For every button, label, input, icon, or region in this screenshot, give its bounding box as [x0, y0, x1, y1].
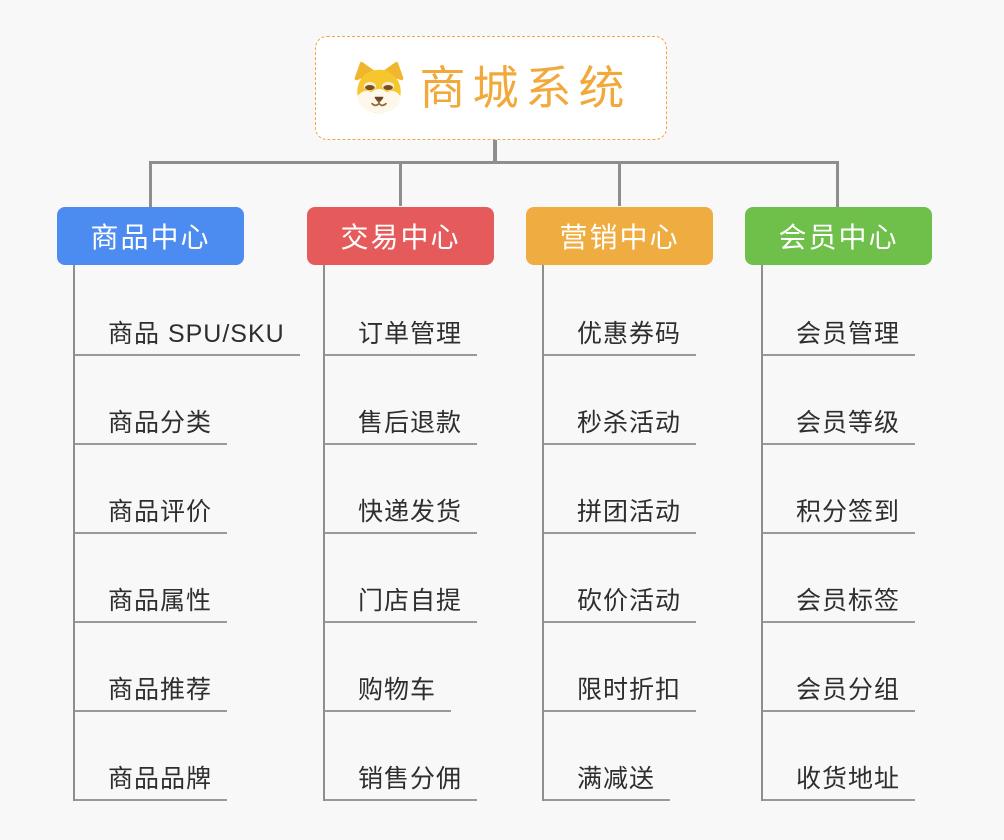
branch-item-label: 积分签到	[796, 498, 901, 526]
branch-item-label: 购物车	[358, 676, 437, 704]
branch-item[interactable]: 满减送	[544, 712, 671, 801]
branch-item-label: 拼团活动	[577, 498, 682, 526]
branch-item-label: 会员分组	[796, 676, 901, 704]
connector-drop	[399, 164, 402, 206]
branch-item-label: 商品分类	[108, 409, 213, 437]
branch-item-label: 限时折扣	[577, 676, 682, 704]
branch-member: 会员中心 会员管理 会员等级 积分签到 会员标签 会员分组 收货地址	[745, 207, 932, 801]
branch-item-label: 秒杀活动	[577, 409, 682, 437]
branch-items-trade: 订单管理 售后退款 快递发货 门店自提 购物车 销售分佣	[323, 265, 478, 801]
branch-item-label: 订单管理	[358, 320, 463, 348]
root-node-label: 商城系统	[419, 62, 632, 114]
branch-item-label: 收货地址	[796, 765, 901, 793]
branch-item[interactable]: 拼团活动	[544, 445, 697, 534]
branch-item[interactable]: 收货地址	[763, 712, 916, 801]
branch-item-label: 快递发货	[358, 498, 463, 526]
branch-item[interactable]: 会员分组	[763, 623, 916, 712]
branch-item[interactable]: 优惠券码	[544, 265, 697, 356]
branch-item[interactable]: 商品属性	[75, 534, 228, 623]
branch-item-label: 会员标签	[796, 587, 901, 615]
branch-item-label: 满减送	[577, 765, 656, 793]
branch-items-marketing: 优惠券码 秒杀活动 拼团活动 砍价活动 限时折扣 满减送	[542, 265, 697, 801]
branch-marketing: 营销中心 优惠券码 秒杀活动 拼团活动 砍价活动 限时折扣 满减送	[526, 207, 713, 801]
branch-item-label: 商品评价	[108, 498, 213, 526]
branch-item[interactable]: 售后退款	[325, 356, 478, 445]
connector-bus	[149, 161, 839, 209]
branch-item-label: 会员管理	[796, 320, 901, 348]
branch-item-label: 商品属性	[108, 587, 213, 615]
branch-header-goods[interactable]: 商品中心	[57, 207, 244, 265]
branch-item[interactable]: 限时折扣	[544, 623, 697, 712]
branch-item[interactable]: 积分签到	[763, 445, 916, 534]
branch-item-label: 会员等级	[796, 409, 901, 437]
branch-item[interactable]: 门店自提	[325, 534, 478, 623]
branch-item-label: 砍价活动	[577, 587, 682, 615]
branch-item-label: 商品 SPU/SKU	[108, 320, 285, 348]
branch-item-label: 优惠券码	[577, 320, 682, 348]
connector-root-stem	[493, 140, 497, 161]
branch-header-member[interactable]: 会员中心	[745, 207, 932, 265]
branch-item[interactable]: 会员标签	[763, 534, 916, 623]
branch-header-marketing[interactable]: 营销中心	[526, 207, 713, 265]
branch-item-label: 门店自提	[358, 587, 463, 615]
branch-items-member: 会员管理 会员等级 积分签到 会员标签 会员分组 收货地址	[761, 265, 916, 801]
branch-item-label: 销售分佣	[358, 765, 463, 793]
branch-item[interactable]: 砍价活动	[544, 534, 697, 623]
branch-item[interactable]: 销售分佣	[325, 712, 478, 801]
branch-item[interactable]: 秒杀活动	[544, 356, 697, 445]
branch-item[interactable]: 购物车	[325, 623, 452, 712]
branch-item-label: 商品品牌	[108, 765, 213, 793]
shiba-dog-icon	[351, 61, 407, 115]
branch-item[interactable]: 快递发货	[325, 445, 478, 534]
branch-item-label: 售后退款	[358, 409, 463, 437]
connector-drop	[618, 164, 621, 206]
branch-item-label: 商品推荐	[108, 676, 213, 704]
branch-item[interactable]: 会员等级	[763, 356, 916, 445]
branch-header-trade[interactable]: 交易中心	[307, 207, 494, 265]
branch-item[interactable]: 商品 SPU/SKU	[75, 265, 300, 356]
branch-item[interactable]: 订单管理	[325, 265, 478, 356]
branch-goods: 商品中心 商品 SPU/SKU 商品分类 商品评价 商品属性 商品推荐 商品品牌	[57, 207, 300, 801]
root-node[interactable]: 商城系统	[315, 36, 667, 140]
branch-item[interactable]: 商品品牌	[75, 712, 228, 801]
branch-item[interactable]: 商品分类	[75, 356, 228, 445]
branch-trade: 交易中心 订单管理 售后退款 快递发货 门店自提 购物车 销售分佣	[307, 207, 494, 801]
branch-item[interactable]: 会员管理	[763, 265, 916, 356]
branch-item[interactable]: 商品推荐	[75, 623, 228, 712]
branch-item[interactable]: 商品评价	[75, 445, 228, 534]
branch-items-goods: 商品 SPU/SKU 商品分类 商品评价 商品属性 商品推荐 商品品牌	[73, 265, 300, 801]
